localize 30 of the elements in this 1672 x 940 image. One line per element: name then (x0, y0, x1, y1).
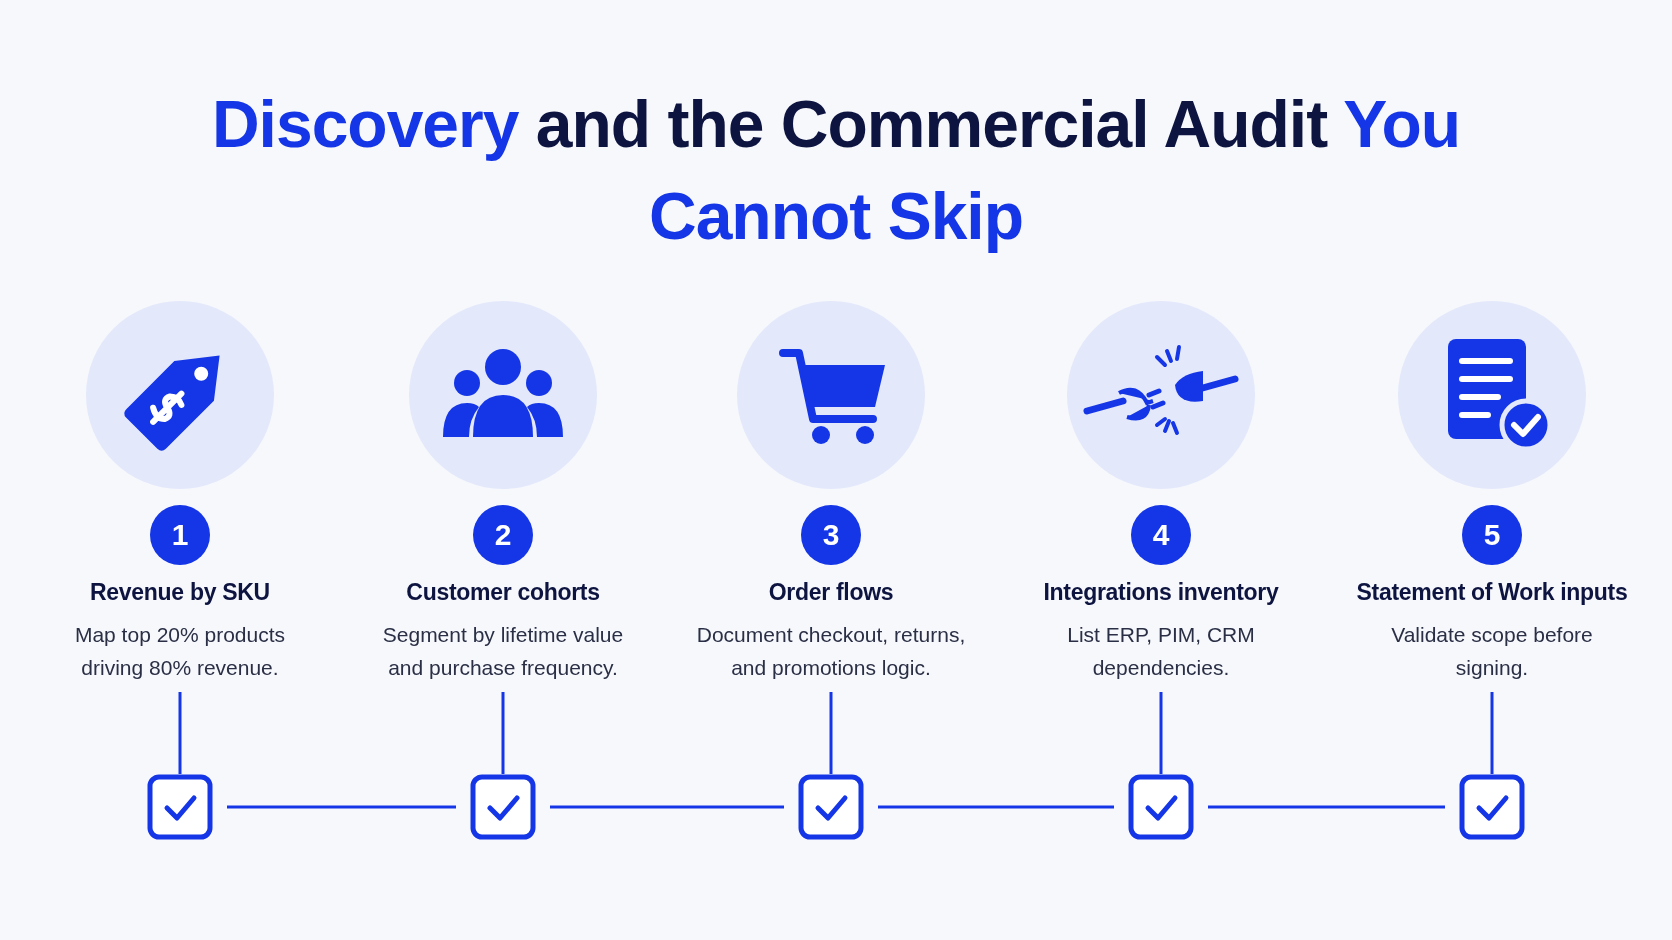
connector-line (227, 805, 456, 809)
connector-line (878, 805, 1114, 809)
step-number: 5 (1462, 505, 1522, 565)
step-description: Document checkout, returns, and promotions logic. (696, 622, 966, 681)
connector-line (178, 692, 182, 774)
step-description: Validate scope before signing. (1390, 622, 1594, 681)
step-title: Revenue by SKU (90, 579, 270, 606)
checkbox (798, 774, 864, 840)
step-number: 2 (473, 505, 533, 565)
step-title: Statement of Work inputs (1356, 579, 1628, 606)
checkbox (470, 774, 536, 840)
step-title: Customer cohorts (406, 579, 600, 606)
step-number: 3 (801, 505, 861, 565)
step-title: Order flows (768, 579, 894, 606)
connector-line (1490, 692, 1494, 774)
step-description: Map top 20% products driving 80% revenue. (73, 622, 287, 681)
step-number: 1 (150, 505, 210, 565)
checkbox (1128, 774, 1194, 840)
step-title: Integrations inventory (1043, 579, 1279, 606)
title: Discovery and the Commercial Audit You Cannot Skip (210, 86, 1462, 255)
connector-line (550, 805, 784, 809)
connector-line (1159, 692, 1163, 774)
step-description: Segment by lifetime value and purchase frequency. (381, 622, 625, 681)
step-number: 4 (1131, 505, 1191, 565)
step-description: List ERP, PIM, CRM dependencies. (1066, 622, 1256, 681)
connector-line (1208, 805, 1445, 809)
connector-line (829, 692, 833, 774)
checkbox (147, 774, 213, 840)
checkbox (1459, 774, 1525, 840)
connector-line (501, 692, 505, 774)
